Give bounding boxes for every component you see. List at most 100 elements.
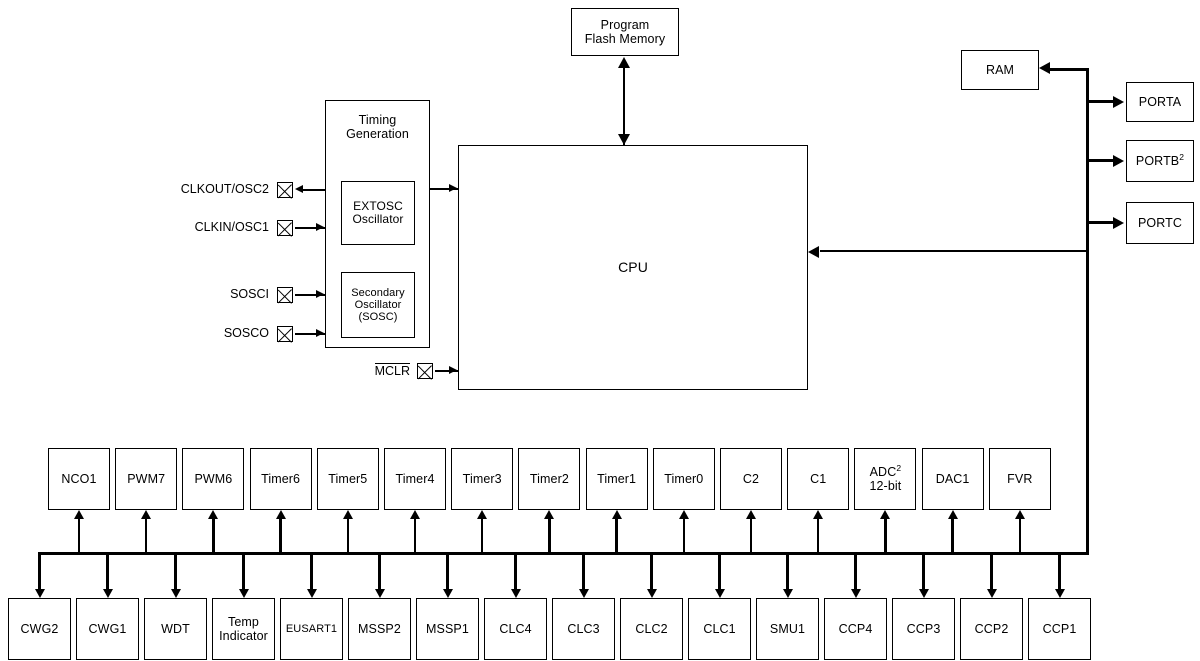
pin-label-clkout-osc2: CLKOUT/OSC2 xyxy=(180,182,269,196)
pin-symbol-clkin-osc1 xyxy=(277,220,293,236)
right-main-bus xyxy=(1086,68,1090,555)
peripheral-bottom-connector xyxy=(446,552,449,589)
peripheral-label-line1: ADC xyxy=(869,465,897,479)
peripheral-top-arrow xyxy=(678,510,689,519)
peripheral-label-line1: CCP2 xyxy=(974,622,1009,636)
peripheral-top-connector xyxy=(279,519,282,552)
peripheral-top-connector xyxy=(413,519,417,552)
peripheral-top-timer2: Timer2 xyxy=(518,448,581,510)
peripheral-top-arrow xyxy=(544,510,555,519)
peripheral-top-connector xyxy=(951,519,954,552)
timing-cpu-arrow xyxy=(449,184,457,193)
pin-symbol-sosco xyxy=(277,326,293,342)
peripheral-top-connector xyxy=(884,519,887,552)
clkout-arrow xyxy=(295,185,303,194)
peripheral-bottom-arrow xyxy=(34,589,45,598)
peripheral-bottom-connector xyxy=(514,552,517,589)
ram-label: RAM xyxy=(985,63,1015,77)
sosci-arrow xyxy=(316,290,324,299)
pin-label-sosci: SOSCI xyxy=(230,287,269,301)
block-porta: PORTA xyxy=(1126,82,1194,122)
peripheral-top-arrow xyxy=(342,510,353,519)
peripheral-bottom-mssp1: MSSP1 xyxy=(416,598,479,660)
peripheral-top-connector xyxy=(615,519,618,552)
peripheral-label-line1: CWG2 xyxy=(20,622,59,636)
bus-portc-line xyxy=(1088,221,1114,225)
peripheral-top-timer1: Timer1 xyxy=(585,448,648,510)
peripheral-top-pwm6: PWM6 xyxy=(182,448,245,510)
flash-cpu-arrow-up xyxy=(617,57,630,68)
peripheral-bottom-connector xyxy=(786,552,789,589)
peripheral-bottom-arrow xyxy=(238,589,249,598)
peripheral-top-c1: C1 xyxy=(787,448,850,510)
peripheral-label-line1: WDT xyxy=(161,622,190,636)
peripheral-label-line1: CLC1 xyxy=(703,622,736,636)
peripheral-top-arrow xyxy=(611,510,622,519)
peripheral-top-arrow xyxy=(477,510,488,519)
peripheral-bottom-connector xyxy=(922,552,925,589)
block-portc: PORTC xyxy=(1126,202,1194,244)
pin-symbol-sosci xyxy=(277,287,293,303)
peripheral-bottom-arrow xyxy=(782,589,793,598)
peripheral-bottom-arrow xyxy=(510,589,521,598)
cpu-label: CPU xyxy=(618,258,648,275)
peripheral-top-connector xyxy=(145,519,148,552)
bus-ram-line xyxy=(1050,68,1088,72)
sosc-label-line1: Secondary xyxy=(351,286,405,299)
peripheral-bottom-ccp1: CCP1 xyxy=(1028,598,1091,660)
pin-label-clkin-osc1: CLKIN/OSC1 xyxy=(194,220,269,234)
peripheral-label-line1: CLC2 xyxy=(635,622,668,636)
flash-cpu-arrow-down xyxy=(617,134,630,145)
peripheral-top-timer0: Timer0 xyxy=(652,448,715,510)
sosco-line xyxy=(295,333,325,335)
peripheral-top-arrow xyxy=(141,510,152,519)
peripheral-bottom-connector xyxy=(582,552,585,589)
peripheral-label-line1: Temp xyxy=(228,615,259,629)
peripheral-label-line1: Timer2 xyxy=(529,472,569,486)
peripheral-top-connector xyxy=(548,519,551,552)
timing-title-line1: Timing xyxy=(358,113,397,127)
peripheral-top-connector xyxy=(346,519,349,552)
peripheral-top-timer6: Timer6 xyxy=(249,448,312,510)
extosc-label-line2: Oscillator xyxy=(352,212,404,226)
peripheral-bottom-connector xyxy=(1058,552,1061,589)
peripheral-bottom-arrow xyxy=(986,589,997,598)
peripheral-label-line1: CLC3 xyxy=(567,622,600,636)
peripheral-bottom-connector xyxy=(106,552,109,589)
peripheral-label-line1: Timer6 xyxy=(261,472,301,486)
peripheral-bottom-connector xyxy=(718,552,721,589)
peripheral-bottom-arrow xyxy=(646,589,657,598)
peripheral-top-pwm7: PWM7 xyxy=(115,448,178,510)
mclr-line xyxy=(435,370,458,372)
sosco-arrow xyxy=(316,329,324,338)
pin-symbol-clkout-osc2 xyxy=(277,182,293,198)
porta-label: PORTA xyxy=(1138,95,1182,109)
timing-title-line2: Generation xyxy=(346,127,409,141)
clkin-line xyxy=(295,227,325,229)
peripheral-note: 2 xyxy=(896,462,902,473)
peripheral-bottom-arrow xyxy=(102,589,113,598)
peripheral-label-line1: Timer4 xyxy=(395,472,435,486)
peripheral-top-timer3: Timer3 xyxy=(451,448,514,510)
peripheral-top-timer4: Timer4 xyxy=(384,448,446,510)
peripheral-top-arrow xyxy=(813,510,824,519)
bus-portb-arrow xyxy=(1113,154,1124,167)
peripheral-bottom-connector xyxy=(174,552,177,589)
peripheral-top-connector xyxy=(212,519,215,552)
peripheral-bottom-clc2: CLC2 xyxy=(620,598,683,660)
peripheral-label-line1: MSSP1 xyxy=(426,622,469,636)
clkout-line xyxy=(302,189,325,191)
portc-label: PORTC xyxy=(1137,216,1183,230)
peripheral-bottom-connector xyxy=(378,552,381,589)
peripheral-bottom-smu1: SMU1 xyxy=(756,598,819,660)
peripheral-bottom-arrow xyxy=(1054,589,1065,598)
peripheral-bottom-connector xyxy=(38,552,41,589)
peripheral-label-line1: CWG1 xyxy=(88,622,127,636)
peripheral-top-arrow xyxy=(74,510,84,519)
timing-cpu-line xyxy=(430,188,458,190)
portb-label: PORTB2 xyxy=(1135,151,1185,168)
flash-cpu-bus xyxy=(623,66,626,145)
peripheral-label-line1: Timer0 xyxy=(664,472,704,486)
peripheral-bottom-ccp2: CCP2 xyxy=(960,598,1023,660)
pin-symbol-mclr xyxy=(417,363,433,379)
